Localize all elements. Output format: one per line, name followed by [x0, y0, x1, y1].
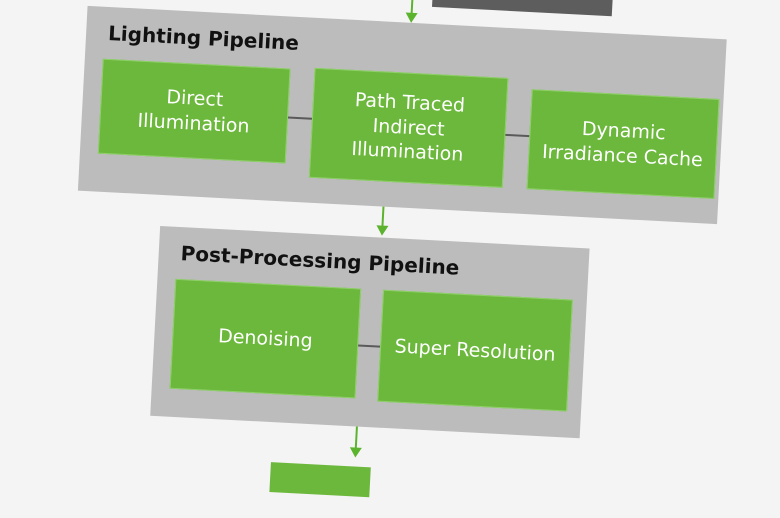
super-resolution-node: Super Resolution	[377, 289, 573, 412]
post-processing-pipeline-panel: Post-Processing Pipeline Denoising Super…	[150, 225, 590, 439]
next-stage-block	[269, 462, 371, 498]
arrow-top-head	[405, 12, 418, 24]
direct-illumination-label: Direct Illumination	[137, 85, 251, 137]
connector-path-to-cache	[505, 133, 530, 138]
direct-illumination-node: Direct Illumination	[97, 58, 291, 164]
denoising-label: Denoising	[217, 324, 314, 352]
path-traced-indirect-label: Path Traced Indirect Illumination	[350, 88, 466, 167]
connector-denoise-to-super	[358, 344, 381, 348]
dynamic-irradiance-cache-node: Dynamic Irradiance Cache	[526, 89, 720, 199]
lighting-pipeline-panel: Lighting Pipeline Direct Illumination Pa…	[77, 5, 727, 225]
lighting-pipeline-title: Lighting Pipeline	[107, 20, 300, 55]
previous-stage-block	[431, 0, 615, 17]
super-resolution-label: Super Resolution	[394, 335, 557, 366]
denoising-node: Denoising	[169, 278, 362, 399]
post-processing-pipeline-title: Post-Processing Pipeline	[180, 241, 460, 280]
path-traced-indirect-node: Path Traced Indirect Illumination	[308, 67, 509, 188]
dynamic-irradiance-cache-label: Dynamic Irradiance Cache	[541, 118, 704, 172]
pipeline-diagram: Lighting Pipeline Direct Illumination Pa…	[77, 0, 727, 498]
connector-direct-to-path	[287, 116, 313, 120]
arrow-lighting-to-post-head	[375, 225, 389, 236]
arrow-post-to-next-head	[349, 447, 362, 458]
